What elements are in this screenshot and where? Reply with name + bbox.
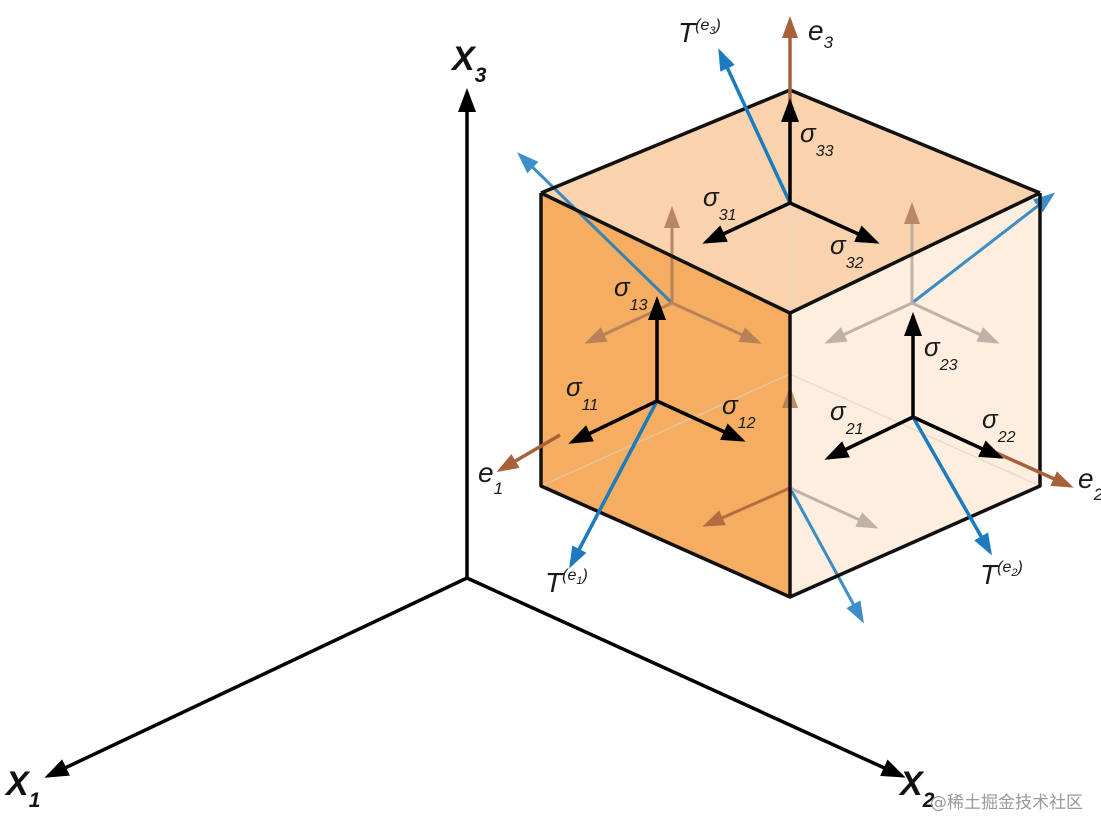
- s11-label: σ11: [566, 372, 598, 414]
- e1-label: e1: [478, 457, 503, 498]
- hidden-arrow-b3: [911, 301, 1000, 344]
- traction-arrows: [569, 48, 992, 569]
- s21-label: σ21: [830, 396, 863, 438]
- e3-label: e3: [808, 15, 834, 52]
- s23-label: σ23: [924, 332, 958, 374]
- x1-axis-line: [44, 576, 468, 778]
- hidden-arrow-c2: [789, 486, 879, 529]
- hidden-arrow-a3: [671, 301, 762, 344]
- s32-label: σ32: [830, 230, 864, 272]
- s22-label: σ22: [982, 404, 1016, 446]
- global-axes: [44, 88, 906, 778]
- hidden-traction-e2-back: [911, 192, 1056, 305]
- watermark: @稀土掘金技术社区: [930, 793, 1083, 813]
- t1-arrow: [569, 400, 659, 569]
- x1-label: X1: [4, 765, 40, 812]
- t2-arrow: [911, 416, 992, 556]
- stress-arrows: [568, 98, 1004, 460]
- hidden-edge-right: [789, 373, 1041, 487]
- s13-label: σ13: [614, 272, 648, 314]
- hidden-traction-e3-back: [788, 487, 864, 624]
- s11-arrow: [568, 399, 658, 444]
- hidden-arrow-c1: [702, 486, 791, 527]
- x2-axis-line: [466, 576, 906, 778]
- s32-arrow: [789, 201, 880, 244]
- hidden-edge-top: [540, 373, 791, 487]
- x2-label: X2: [898, 765, 935, 812]
- s12-arrow: [656, 399, 746, 442]
- s33-label: σ33: [800, 118, 834, 160]
- t3-label: T(e3): [678, 17, 721, 48]
- t2-label: T(e2): [980, 559, 1023, 590]
- t3-arrow: [718, 48, 792, 204]
- s12-label: σ12: [722, 390, 756, 432]
- s31-label: σ31: [703, 182, 736, 224]
- t1-label: T(e1): [545, 567, 588, 598]
- e1-arrow: [496, 433, 561, 473]
- s31-arrow: [702, 201, 791, 244]
- cube-right-face: [790, 193, 1040, 597]
- hidden-traction-e1-back: [517, 152, 674, 305]
- e2-label: e2: [1078, 463, 1101, 504]
- s22-arrow: [912, 415, 1004, 459]
- hidden-arrow-b2: [824, 301, 913, 344]
- x3-label: X3: [450, 40, 487, 87]
- s21-arrow: [824, 415, 914, 460]
- cube-front-face: [541, 193, 790, 597]
